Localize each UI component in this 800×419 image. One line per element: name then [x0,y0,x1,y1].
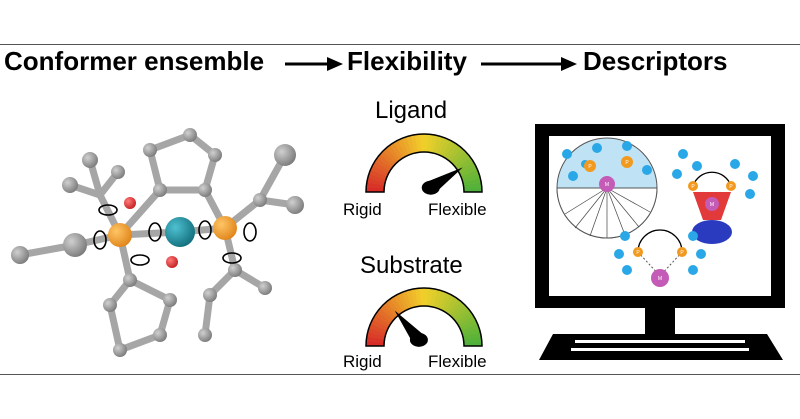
step-conformer-ensemble: Conformer ensemble [4,46,265,76]
arrow-icon [285,57,343,71]
bottom-divider [0,374,800,375]
conformer-molecule-illustration [11,128,304,357]
atom-label-p: P [625,160,629,166]
bite-angle-descriptor [614,229,706,287]
workflow-header: Conformer ensemble Flexibility Descripto… [0,46,800,76]
monitor-neck [645,308,675,334]
atom-label-p: P [588,164,592,170]
atom-label-m: M [710,202,714,208]
top-divider [0,44,800,45]
ligand-flexible-label: Flexible [428,200,487,219]
buried-volume-sphere-descriptor [556,137,658,239]
ligand-gauge-title: Ligand [375,97,448,124]
step-descriptors: Descriptors [583,46,728,76]
atom-label-p: P [729,184,733,190]
substrate-flexibility-gauge [365,287,483,347]
atom-label-p: P [636,250,640,256]
atom-label-p: P [691,184,695,190]
atom-label-p: P [680,250,684,256]
atom-label-m: M [658,276,662,282]
substrate-rigid-label: Rigid [343,352,382,371]
monitor-keyboard [539,334,783,360]
gauge-needle-hub [409,332,428,347]
atom-label-m: M [605,182,609,188]
substrate-flexible-label: Flexible [428,352,487,371]
arrow-icon [481,57,577,71]
cone-angle-descriptor [672,149,758,244]
keyboard-keys [571,340,749,351]
substrate-gauge-title: Substrate [360,252,463,279]
gauge-needle-hub [421,180,440,195]
step-flexibility: Flexibility [347,46,467,76]
ligand-flexibility-gauge [365,133,483,195]
ligand-rigid-label: Rigid [343,200,382,219]
monitor-illustration: P P M P P M P P M [535,124,785,360]
